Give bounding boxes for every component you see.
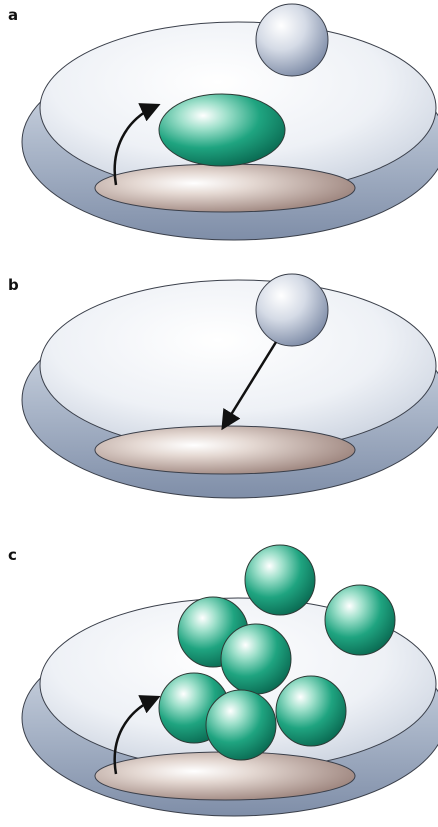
surface-pad [94,751,356,801]
curved-arrow [113,695,161,775]
surface-pad [94,163,356,213]
green-sphere [275,675,347,747]
grey-sphere [255,273,329,347]
surface-pad [94,425,356,475]
green-sphere [324,584,396,656]
green-sphere [205,689,277,761]
panel-label-a: a [8,6,19,24]
panel-label-c: c [8,546,17,564]
grey-sphere [255,3,329,77]
green-ellipsoid [158,93,286,167]
panel-a [21,3,438,241]
curved-arrow [113,103,161,186]
panel-c [21,544,438,817]
straight-arrow [221,341,278,431]
green-sphere [220,623,292,695]
panel-label-b: b [8,276,19,294]
green-sphere [244,544,316,616]
panel-b [21,273,438,499]
